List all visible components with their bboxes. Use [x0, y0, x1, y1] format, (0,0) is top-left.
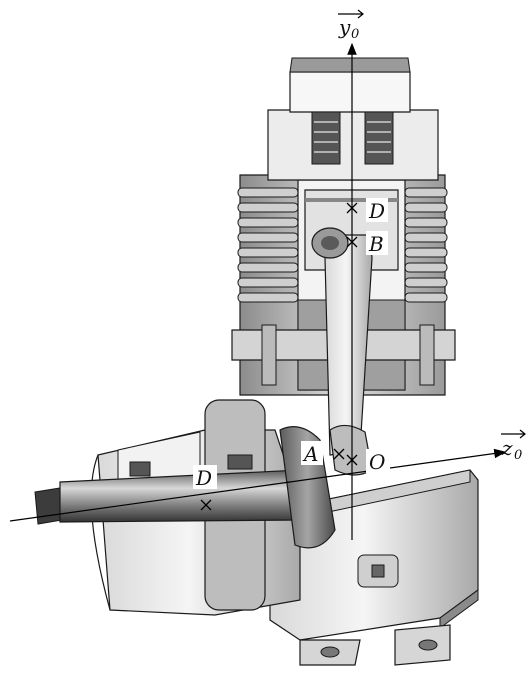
marker-b	[346, 236, 358, 248]
label-o: O	[369, 450, 385, 474]
svg-text:0: 0	[351, 27, 359, 42]
axes	[9, 42, 507, 540]
label-a: A	[302, 442, 318, 466]
z-axis-line	[9, 448, 507, 522]
svg-text:0: 0	[514, 448, 522, 463]
marker-d-top	[346, 202, 358, 214]
marker-a	[333, 448, 345, 460]
label-d-shaft: D	[195, 466, 212, 490]
label-y-axis: y 0	[338, 9, 364, 42]
point-markers	[200, 202, 358, 511]
label-b: B	[368, 232, 384, 256]
label-d-top: D	[368, 199, 385, 223]
svg-text:y: y	[338, 15, 351, 39]
marker-o	[346, 454, 358, 466]
label-z-axis: z 0	[501, 429, 526, 463]
svg-text:z: z	[501, 436, 513, 460]
marker-d-shaft	[200, 499, 212, 511]
cylinder-head	[267, 57, 439, 181]
